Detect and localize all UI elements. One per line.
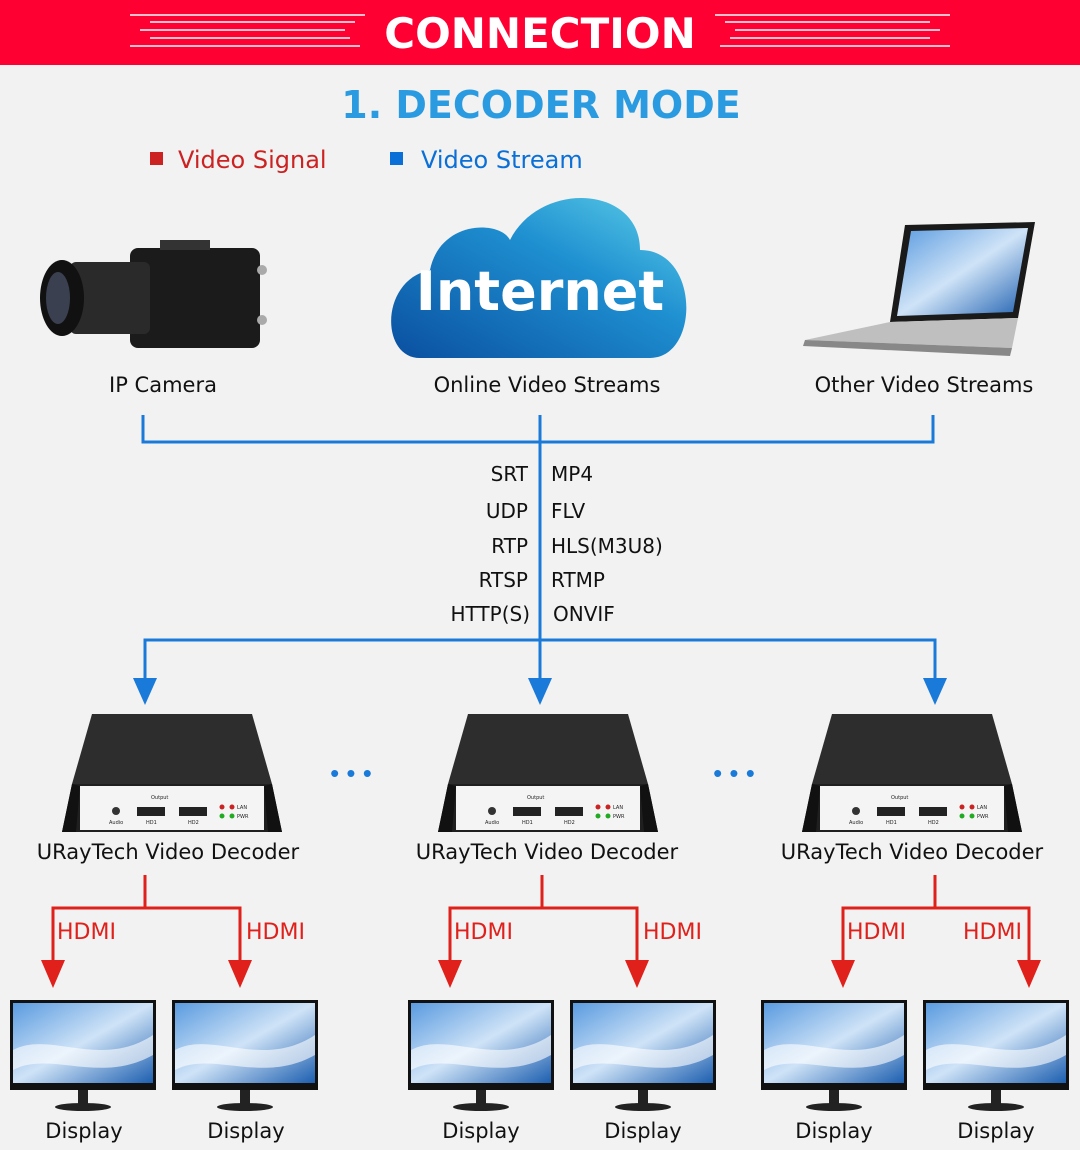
display-label: Display [442,1119,519,1143]
protocol-list-right: MP4 FLV HLS(M3U8) RTMP ONVIF [551,462,663,626]
panel-text: LAN [613,805,623,811]
ellipsis-dots: • • • [330,758,372,788]
display-monitor-icon [172,1000,318,1111]
decoder-label: URayTech Video Decoder [781,840,1044,864]
ellipsis-dots: • • • [713,758,755,788]
arrow-down-icon [1017,960,1041,988]
header-title: CONNECTION [384,9,695,58]
display-label: Display [207,1119,284,1143]
hdmi-label: HDMI [57,920,116,945]
stream-connector-lines [141,415,937,690]
panel-text: HD1 [522,820,533,826]
protocol: RTMP [551,568,605,592]
panel-text: HD1 [886,820,897,826]
mode-title: 1. DECODER MODE [341,83,740,127]
display-label: Display [45,1119,122,1143]
panel-text: HD1 [146,820,157,826]
legend-video-signal: Video Signal [178,146,327,174]
panel-text: Output [891,795,908,801]
arrow-down-icon [438,960,462,988]
hdmi-label: HDMI [963,920,1022,945]
ip-camera-icon [40,240,267,348]
panel-text: PWR [613,814,625,820]
panel-text: LAN [977,805,987,811]
arrow-down-icon [625,960,649,988]
legend-video-stream: Video Stream [421,146,583,174]
arrow-down-icon [41,960,65,988]
panel-text: LAN [237,805,247,811]
panel-text: Audio [109,820,123,826]
header-stripes-right [715,14,950,47]
internet-cloud-icon: Internet [391,197,687,358]
decoder-device-1: Output Audio HD1 HD2 LAN PWR [62,714,282,832]
protocol: HTTP(S) [451,602,530,626]
panel-text: Audio [485,820,499,826]
hdmi-arrows [41,960,1041,988]
arrow-down-icon [228,960,252,988]
display-label: Display [957,1119,1034,1143]
protocol: RTSP [479,568,528,592]
protocol: FLV [551,499,585,523]
protocol: ONVIF [553,602,615,626]
source-label-ip-camera: IP Camera [109,373,217,397]
panel-text: HD2 [928,820,939,826]
source-label-online-streams: Online Video Streams [434,373,661,397]
legend-swatch-video-signal [150,152,163,165]
display-label: Display [604,1119,681,1143]
arrow-down-icon [831,960,855,988]
source-label-other-streams: Other Video Streams [815,373,1034,397]
decoder-device-3: Output Audio HD1 HD2 LAN PWR [802,714,1022,832]
hdmi-label: HDMI [847,920,906,945]
decoder-label: URayTech Video Decoder [37,840,300,864]
laptop-icon [803,222,1035,356]
decoder-label: URayTech Video Decoder [416,840,679,864]
panel-text: HD2 [564,820,575,826]
arrow-down-icon [133,678,157,705]
arrow-down-icon [923,678,947,705]
display-monitor-icon [761,1000,907,1111]
display-monitor-icon [408,1000,554,1111]
protocol: SRT [491,462,529,486]
panel-text: Audio [849,820,863,826]
header-stripes-left [130,14,365,47]
display-monitor-icon [923,1000,1069,1111]
panel-text: PWR [237,814,249,820]
panel-text: HD2 [188,820,199,826]
decoder-device-2: Output Audio HD1 HD2 LAN PWR [438,714,658,832]
legend-swatch-video-stream [390,152,403,165]
header-bar [0,0,1080,65]
hdmi-connector-lines [51,875,1031,965]
hdmi-label: HDMI [246,920,305,945]
panel-text: Output [151,795,168,801]
panel-text: PWR [977,814,989,820]
display-monitor-icon [10,1000,156,1111]
protocol: RTP [491,534,528,558]
panel-text: Output [527,795,544,801]
protocol: MP4 [551,462,593,486]
protocol: HLS(M3U8) [551,534,663,558]
display-label: Display [795,1119,872,1143]
display-monitor-icon [570,1000,716,1111]
hdmi-label: HDMI [643,920,702,945]
stream-arrows [133,678,947,705]
arrow-down-icon [528,678,552,705]
hdmi-label: HDMI [454,920,513,945]
cloud-text: Internet [416,260,664,323]
protocol: UDP [486,499,528,523]
protocol-list-left: SRT UDP RTP RTSP HTTP(S) [451,462,530,626]
